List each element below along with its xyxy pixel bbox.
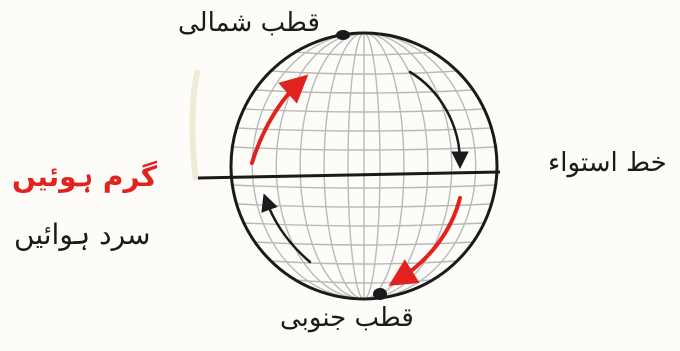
north-pole-label: قطب شمالی [178,8,320,38]
warm-winds-label: گرم ہوئیں [12,160,157,193]
equator-label: خط استواء [548,148,667,178]
south-pole-dot [373,288,387,300]
south-pole-label: قطب جنوبی [280,303,414,333]
equator-line [198,172,500,178]
cold-winds-label: سرد ہوائیں [14,218,151,251]
graticule-grid [232,33,495,299]
warm-wind-arrow-upper [252,82,300,163]
background-smudge [193,70,199,180]
north-pole-dot [336,30,350,40]
